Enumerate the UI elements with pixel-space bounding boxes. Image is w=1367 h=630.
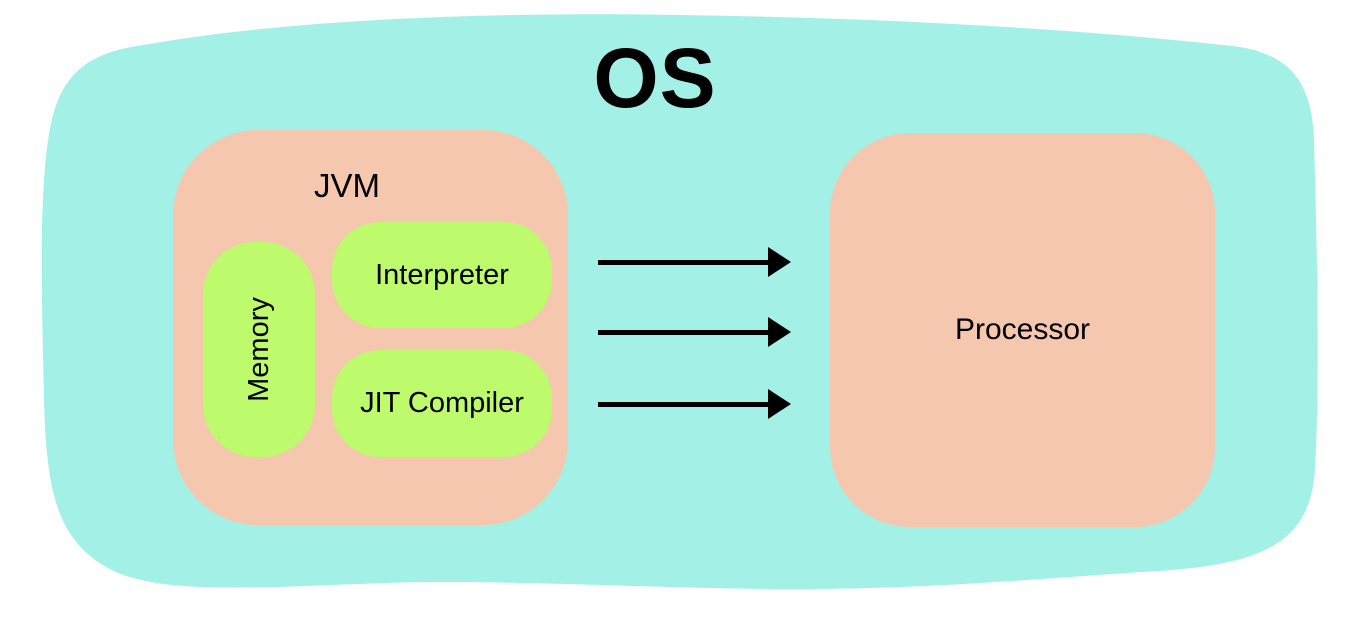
jvm-label: JVM: [314, 167, 380, 204]
arrow-head-icon: [768, 247, 791, 277]
jit-compiler-label: JIT Compiler: [360, 387, 524, 419]
arrow-shaft: [598, 329, 768, 335]
flow-arrow-middle-icon: [598, 317, 791, 347]
interpreter-box: Interpreter: [332, 222, 552, 328]
jit-compiler-box: JIT Compiler: [332, 350, 552, 457]
memory-box: Memory: [203, 242, 315, 457]
arrow-shaft: [598, 401, 768, 407]
flow-arrow-bottom-icon: [598, 389, 791, 419]
arrow-shaft: [598, 259, 768, 265]
flow-arrow-top-icon: [598, 247, 791, 277]
memory-label: Memory: [242, 297, 275, 402]
interpreter-label: Interpreter: [375, 258, 509, 291]
os-title: OS: [593, 31, 717, 125]
processor-label: Processor: [954, 313, 1091, 346]
arrow-head-icon: [768, 389, 791, 419]
arrow-head-icon: [768, 317, 791, 347]
processor-box: Processor: [830, 133, 1215, 527]
